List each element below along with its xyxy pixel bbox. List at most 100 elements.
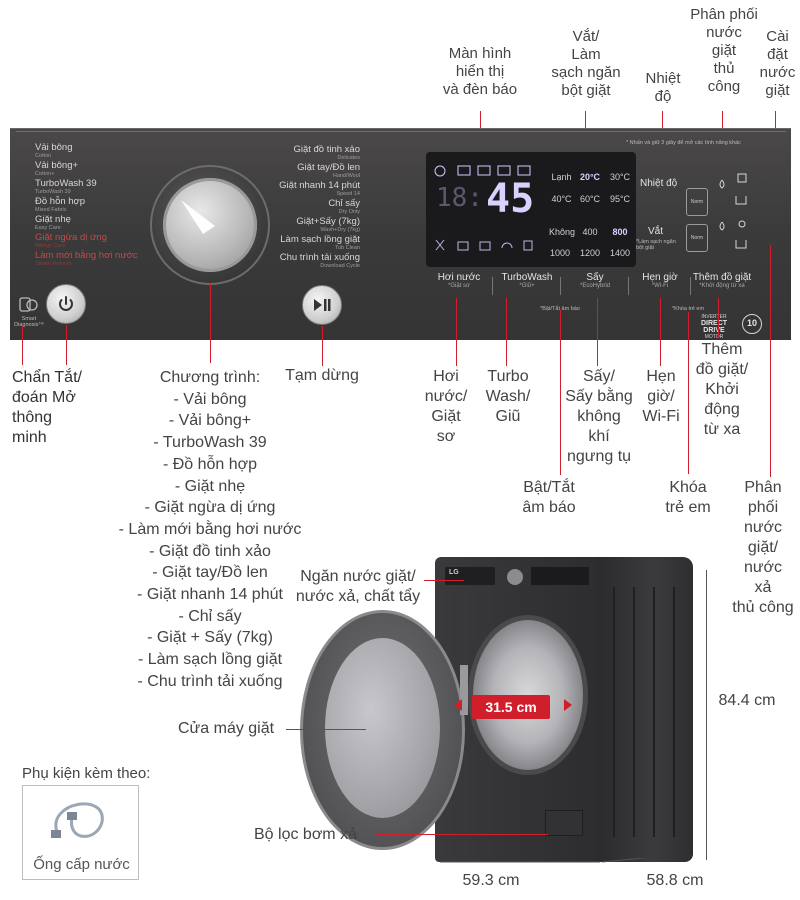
callout-power: Chẩn Tắt/ đoán Mở thông minh bbox=[12, 369, 82, 446]
callout-filter: Bộ lọc bơm xả bbox=[254, 826, 357, 843]
leader-timer bbox=[660, 298, 661, 366]
brand-logo: LG bbox=[449, 569, 459, 576]
temperature-button[interactable]: Nhiệt độ bbox=[640, 178, 678, 189]
program-dial[interactable] bbox=[163, 178, 257, 272]
door-width-badge: 31.5 cm bbox=[472, 695, 550, 719]
dry-button[interactable]: Sấy*EcoHybrid bbox=[579, 272, 610, 289]
warranty-badge: 10 bbox=[742, 314, 762, 334]
program-list-item: - Làm sạch lồng giặt bbox=[137, 651, 283, 669]
spin-1400: 1400 bbox=[609, 248, 631, 258]
dose-selector-2[interactable]: Norm bbox=[686, 224, 708, 252]
washer-display bbox=[531, 567, 589, 585]
door-hinge bbox=[460, 665, 468, 715]
leader-filter bbox=[376, 834, 548, 835]
leader-diagnosis bbox=[22, 325, 23, 365]
temp-95: 95°C bbox=[609, 194, 631, 204]
cabinet-side bbox=[595, 557, 693, 862]
leader-power bbox=[66, 325, 67, 365]
display-small-digits: 18: bbox=[436, 183, 483, 213]
leader-steam bbox=[456, 298, 457, 366]
temp-20: 20°C bbox=[579, 172, 601, 182]
leader-turbo bbox=[506, 298, 507, 366]
callout-pause: Tạm dừng bbox=[285, 367, 359, 384]
temp-30: 30°C bbox=[609, 172, 631, 182]
add-item-button[interactable]: Thêm đồ giặt*Khởi động từ xa bbox=[692, 272, 752, 289]
height-dimension-line bbox=[706, 570, 707, 860]
display-time: 45 bbox=[486, 176, 535, 222]
smart-diagnosis-icon bbox=[14, 296, 42, 324]
callout-temperature: Nhiệt độ bbox=[645, 70, 681, 105]
option-buttons: Hơi nước*Giặt sơ TurboWash*Giũ+ Sấy*EcoH… bbox=[428, 272, 752, 302]
depth-dimension: 58.8 cm bbox=[646, 872, 704, 889]
callout-timer: Hẹn giờ/ Wi-Fi bbox=[642, 368, 680, 425]
width-dimension: 59.3 cm bbox=[462, 872, 520, 889]
programs-list: - Vải bông- Vải bông+- TurboWash 39- Đồ … bbox=[72, 389, 348, 693]
display-status-icons bbox=[434, 165, 531, 177]
callout-add-item: Thêm đồ giặt/ Khởi động từ xa bbox=[695, 341, 749, 438]
leader-dry bbox=[597, 298, 598, 366]
accessory-title: Phụ kiện kèm theo: bbox=[22, 765, 151, 782]
callout-turbo: Turbo Wash/ Giũ bbox=[485, 368, 531, 425]
callout-display: Màn hình hiển thị và đèn báo bbox=[442, 45, 518, 98]
accessory-item: Ống cấp nước bbox=[33, 856, 130, 873]
spin-800: 800 bbox=[612, 227, 628, 237]
inverter-motor-logo: INVERTER DIRECT DRIVE MOTOR bbox=[700, 314, 728, 340]
panel-top-note: * Nhấn và giữ 3 giây để mở các tính năng… bbox=[626, 140, 741, 146]
temp-40: 40°C bbox=[551, 194, 572, 204]
door-width-arrow-icon bbox=[454, 699, 572, 711]
dispenser-icons bbox=[719, 173, 747, 249]
timer-button[interactable]: Hẹn giờ*Wi-Fi bbox=[642, 272, 678, 289]
program-list-item: - Vải bông bbox=[173, 390, 247, 408]
power-button[interactable] bbox=[46, 284, 86, 324]
power-icon bbox=[59, 296, 73, 311]
callout-steam: Hơi nước/ Giặt sơ bbox=[424, 368, 468, 445]
callout-manual-dispense: Phân phối nước giặt thủ công bbox=[690, 6, 758, 95]
callout-drawer: Ngăn nước giặt/ nước xả, chất tẩy bbox=[295, 568, 421, 605]
program-wash-dry[interactable]: Giặt+Sấy (7kg)Wash+Dry (7kg) bbox=[296, 216, 360, 234]
callout-dry: Sấy/ Sấy bằng không khí ngưng tụ bbox=[565, 368, 633, 465]
callout-detergent-clean: Vắt/ Làm sạch ngăn bột giặt bbox=[551, 28, 621, 99]
drain-filter-cover[interactable] bbox=[545, 810, 583, 836]
spin-400: 400 bbox=[582, 227, 598, 237]
leader-child-lock bbox=[688, 312, 689, 474]
signal-note: *Bật/Tắt âm báo bbox=[540, 306, 580, 312]
leader-pause bbox=[322, 326, 323, 366]
spin-none: Không bbox=[549, 227, 576, 237]
callout-door: Cửa máy giặt bbox=[178, 720, 275, 737]
program-list-item: - Giặt đồ tinh xảo bbox=[149, 542, 271, 560]
dose-selector-1[interactable]: Norm bbox=[686, 188, 708, 216]
dispenser-controls: Norm Norm bbox=[686, 160, 756, 260]
play-pause-icon bbox=[314, 299, 331, 311]
program-list-item: - TurboWash 39 bbox=[153, 434, 267, 452]
callout-programs: Chương trình: - Vải bông- Vải bông+- Tur… bbox=[72, 367, 348, 693]
program-list-item: - Chu trình tải xuống bbox=[137, 672, 283, 690]
steam-button[interactable]: Hơi nước*Giặt sơ bbox=[437, 272, 481, 289]
spin-sub-label: *Làm sạch ngăn bột giặt bbox=[636, 239, 676, 251]
program-list-item: - Giặt tay/Đồ len bbox=[152, 564, 268, 582]
programs-title: Chương trình: bbox=[159, 369, 261, 386]
leader-drawer bbox=[424, 580, 464, 581]
callout-beep: Bật/Tắt âm báo bbox=[522, 479, 576, 516]
turbowash-button[interactable]: TurboWash*Giũ+ bbox=[501, 272, 553, 289]
washer-dial[interactable] bbox=[507, 569, 523, 585]
height-dimension: 84.4 cm bbox=[718, 692, 776, 709]
start-pause-button[interactable] bbox=[302, 285, 342, 325]
leader-dial bbox=[210, 283, 211, 363]
program-cotton-plus[interactable]: Vải bông+Cotton+ bbox=[35, 160, 79, 178]
callout-manual-dispense-2: Phân phối nước giặt/ nước xả thủ công bbox=[732, 479, 794, 616]
program-list-item: - Đồ hỗn hợp bbox=[162, 455, 258, 473]
spin-button[interactable]: Vắt bbox=[648, 226, 664, 237]
spin-1000: 1000 bbox=[549, 248, 571, 258]
